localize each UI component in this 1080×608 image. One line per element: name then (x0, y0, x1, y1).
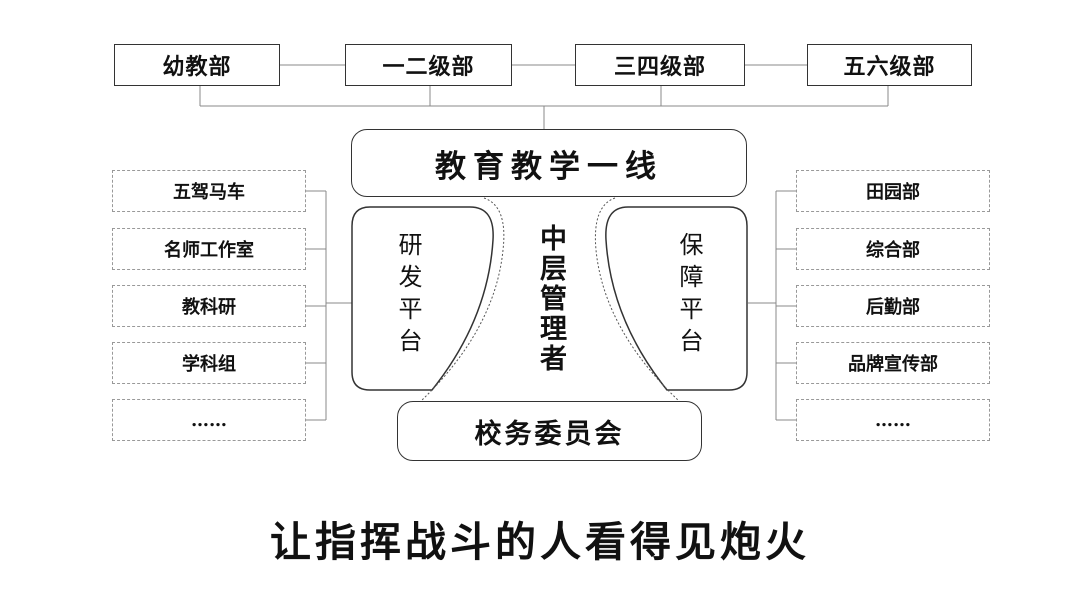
grade-dept-grade-5-6: 五六级部 (807, 44, 972, 86)
right-item: 品牌宣传部 (796, 342, 990, 384)
grade-dept-kindergarten: 幼教部 (114, 44, 280, 86)
right-item: 综合部 (796, 228, 990, 270)
middle-management-label: 中层管理者 (535, 224, 566, 374)
left-item: 教科研 (112, 285, 306, 327)
school-committee-box: 校务委员会 (397, 401, 702, 461)
right-item: 田园部 (796, 170, 990, 212)
grade-dept-grade-3-4: 三四级部 (575, 44, 745, 86)
right-platform-shape (605, 206, 748, 391)
core-frontline-box: 教育教学一线 (351, 129, 747, 197)
slogan: 让指挥战斗的人看得见炮火 (270, 518, 810, 566)
left-item: …… (112, 399, 306, 441)
right-item: 后勤部 (796, 285, 990, 327)
left-platform-shape (351, 206, 494, 391)
right-platform-label: 保障平台 (675, 232, 703, 360)
left-platform-label: 研发平台 (394, 232, 422, 360)
grade-dept-grade-1-2: 一二级部 (345, 44, 512, 86)
left-item: 名师工作室 (112, 228, 306, 270)
right-item: …… (796, 399, 990, 441)
left-item: 五驾马车 (112, 170, 306, 212)
left-item: 学科组 (112, 342, 306, 384)
